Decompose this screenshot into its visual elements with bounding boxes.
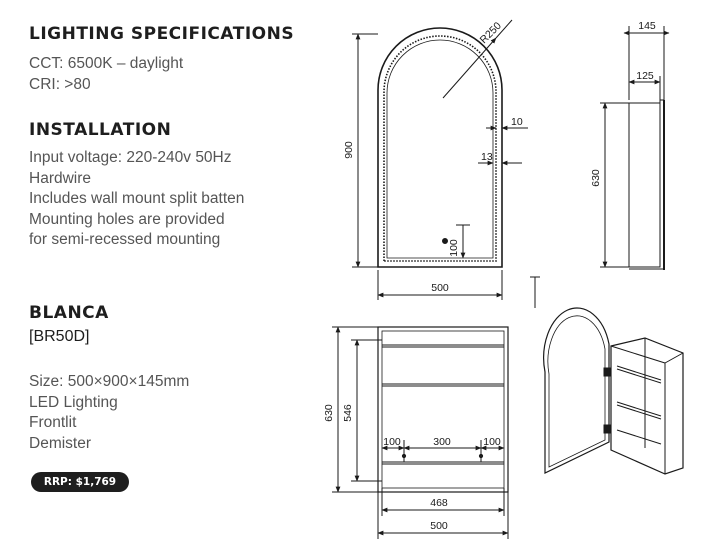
front-height-label: 900 xyxy=(343,141,355,159)
edge-b-label: 13 xyxy=(481,151,493,163)
rear-width-label: 500 xyxy=(430,520,448,532)
batten-line: Includes wall mount split batten xyxy=(29,190,245,207)
product-features: Size: 500×900×145mm LED Lighting Frontli… xyxy=(29,372,189,454)
rear-inner-width-label: 468 xyxy=(430,497,448,509)
installation-heading: INSTALLATION xyxy=(29,120,172,140)
rear-height-label: 630 xyxy=(323,404,335,422)
input-voltage-line: Input voltage: 220-240v 50Hz xyxy=(29,149,232,166)
product-code: [BR50D] xyxy=(29,328,90,345)
hole-right-label: 100 xyxy=(483,436,501,448)
side-view-cabinet xyxy=(600,26,670,270)
demister-line: Demister xyxy=(29,434,92,452)
lighting-spec-list: CCT: 6500K – daylight CRI: >80 xyxy=(29,54,183,95)
installation-list: Input voltage: 220-240v 50Hz Hardwire In… xyxy=(29,148,244,251)
sensor-icon xyxy=(442,238,448,244)
hinge-top-icon xyxy=(603,367,611,377)
lighting-spec-heading: LIGHTING SPECIFICATIONS xyxy=(29,24,295,44)
mounting-holes-line: Mounting holes are provided xyxy=(29,210,225,228)
isometric-view xyxy=(543,307,684,475)
sensor-offset-label: 100 xyxy=(448,239,460,257)
cct-line: CCT: 6500K – daylight xyxy=(29,55,184,72)
hinge-bottom-icon xyxy=(603,424,611,434)
edge-a-label: 10 xyxy=(511,116,523,128)
front-view-mirror xyxy=(352,19,540,308)
size-line: Size: 500×900×145mm xyxy=(29,373,190,390)
price-badge: RRP: $1,769 xyxy=(31,472,129,492)
hole-span-label: 300 xyxy=(433,436,451,448)
cri-line: CRI: >80 xyxy=(29,75,91,93)
hole-left-label: 100 xyxy=(383,436,401,448)
led-line: LED Lighting xyxy=(29,393,118,411)
rear-inner-height-label: 546 xyxy=(342,404,354,422)
radius-leader xyxy=(442,37,497,99)
front-width-label: 500 xyxy=(431,282,449,294)
side-height-label: 630 xyxy=(590,169,602,187)
hardwire-line: Hardwire xyxy=(29,169,92,187)
side-depth-label: 145 xyxy=(638,20,656,32)
semi-recessed-line: for semi-recessed mounting xyxy=(29,231,221,248)
side-body-label: 125 xyxy=(636,70,654,82)
frontlit-line: Frontlit xyxy=(29,414,77,431)
product-name: BLANCA xyxy=(29,303,109,323)
rear-view-cabinet xyxy=(332,326,509,539)
